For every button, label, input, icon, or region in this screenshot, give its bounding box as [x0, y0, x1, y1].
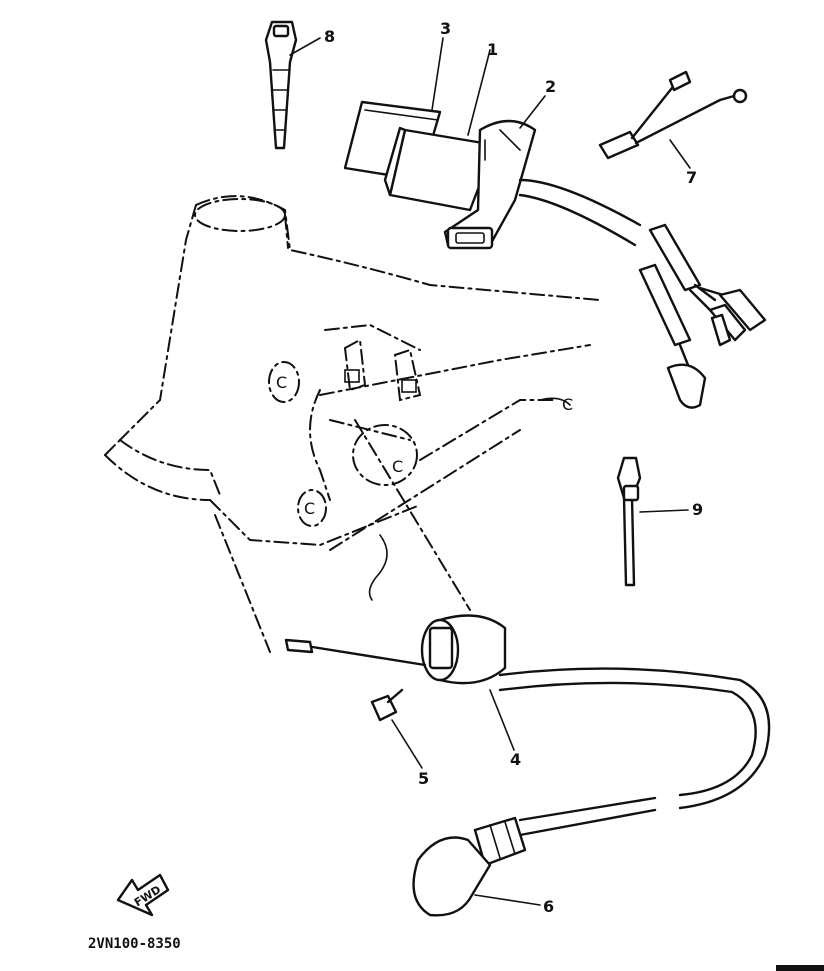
corner-mark	[776, 965, 824, 971]
part-8-cable-tie	[264, 20, 298, 150]
callout-1: 1	[487, 40, 498, 59]
part-6-spark-plug-cap	[412, 816, 527, 917]
callout-6: 6	[543, 897, 554, 916]
part-4-ignition-coil	[284, 614, 771, 837]
callout-5: 5	[418, 769, 429, 788]
clip-mark: C	[562, 395, 573, 414]
callout-8: 8	[324, 27, 335, 46]
part-7-lead-wire	[598, 70, 748, 160]
callout-2: 2	[545, 77, 556, 96]
callout-3: 3	[440, 19, 451, 38]
part-9-cable-tie	[616, 456, 642, 587]
part-5-bolt	[370, 688, 404, 722]
frame-head-outline	[104, 195, 601, 653]
cdi-wire-harness	[518, 178, 767, 409]
callout-7: 7	[686, 168, 697, 187]
clip-mark: C	[276, 373, 287, 392]
part-2-band	[443, 119, 537, 250]
clip-mark: C	[304, 499, 315, 518]
callout-4: 4	[510, 750, 521, 769]
clip-mark: C	[392, 457, 403, 476]
fwd-arrow-icon: FWD	[116, 873, 170, 917]
callout-9: 9	[692, 500, 703, 519]
part-1-cdi-unit	[383, 126, 497, 212]
leader-lines	[289, 37, 691, 906]
diagram-code: 2VN100-8350	[88, 936, 181, 952]
